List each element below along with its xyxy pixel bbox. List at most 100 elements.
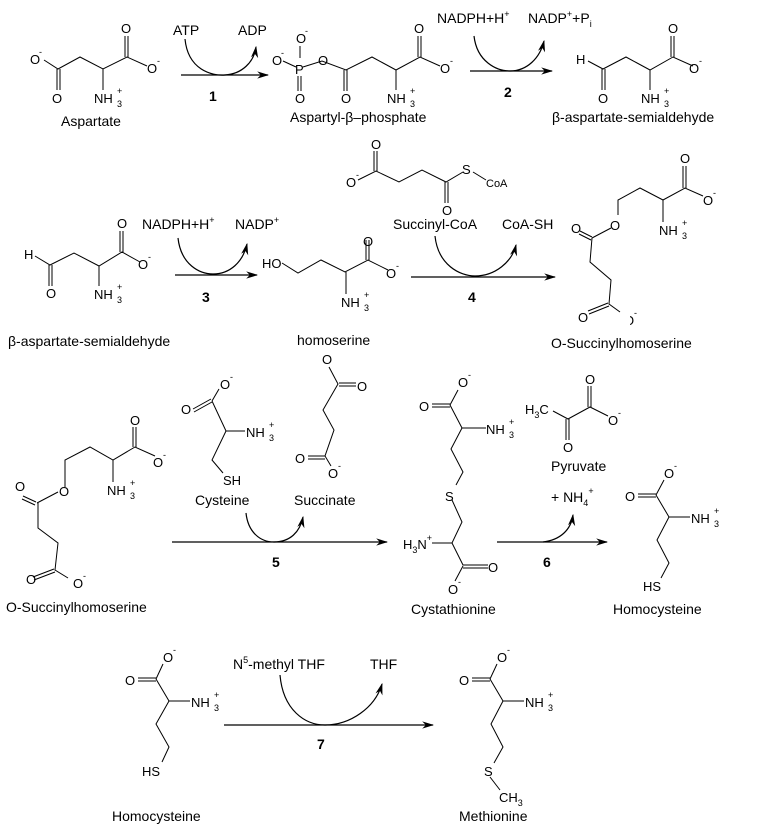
atom-o: O	[414, 21, 424, 36]
subscript: 3	[117, 295, 122, 305]
charge: -	[305, 26, 308, 36]
charge: +	[548, 690, 553, 700]
atom-o: O	[488, 560, 498, 575]
succinate-structure: O O O O - Succinate	[294, 352, 367, 508]
atom-o: O	[121, 21, 131, 36]
atom-s: S	[484, 764, 493, 779]
reaction-4: Succinyl-CoA CoA-SH 4	[393, 216, 557, 305]
atom-o: O	[130, 413, 140, 428]
cofactor-arrow	[245, 512, 305, 543]
atom-o: O	[442, 203, 452, 218]
step-number: 1	[209, 88, 217, 104]
cofactor-out: NADP+	[235, 215, 279, 232]
subscript: 3	[130, 491, 135, 501]
cofactor-in: N5-methyl THF	[233, 655, 325, 672]
step-number: 2	[504, 84, 512, 100]
ammonium: NH	[387, 91, 406, 106]
compound-label-pyruvate: Pyruvate	[551, 458, 606, 474]
aspartyl-phosphate-structure: O - O - P O O O O O - NH 3 + Aspartyl-β–…	[272, 21, 453, 125]
atom-o: O	[52, 91, 62, 106]
aspartate-structure: O - O O O - NH 3 + Aspartate	[30, 21, 160, 129]
charge: -	[163, 450, 166, 460]
atom-o: O	[578, 310, 588, 325]
cofactor-arrow	[542, 513, 576, 543]
compound-label-homocysteine: Homocysteine	[112, 808, 201, 824]
atom-o: O	[296, 31, 306, 46]
reaction-2: NADPH+H+ NADP++Pi 2	[437, 9, 592, 100]
compound-label-cystathionine: Cystathionine	[411, 601, 496, 617]
atom-h: H	[24, 247, 33, 262]
subscript: 3	[117, 99, 122, 109]
subscript: 3	[548, 703, 553, 713]
atom-o: O	[357, 379, 367, 394]
reaction-5: 5	[172, 512, 389, 570]
atom-o: O	[610, 218, 620, 233]
step-number: 6	[543, 554, 551, 570]
cofactor-in: Succinyl-CoA	[393, 216, 478, 232]
compound-label-succinate: Succinate	[294, 492, 356, 508]
atom-o: O	[608, 413, 618, 428]
atom-o: O	[363, 234, 373, 249]
ammonium: NH	[641, 91, 660, 106]
charge: -	[230, 372, 233, 382]
atom-o: O	[125, 673, 135, 688]
atom-o: O	[341, 91, 351, 106]
atom-o: O	[220, 377, 230, 392]
atom-o: O	[138, 257, 148, 272]
atom-o: O	[598, 91, 608, 106]
atom-o: O	[459, 673, 469, 688]
compound-label-aspartate: Aspartate	[61, 113, 121, 129]
thiol: SH	[223, 473, 241, 488]
step-number: 3	[202, 289, 210, 305]
atom-o: O	[625, 489, 635, 504]
charge: +	[664, 86, 669, 96]
succinyl-coa-structure: O - O O S CoA	[346, 137, 508, 218]
atom-o: O	[680, 151, 690, 166]
methionine-structure: O O - NH 3 + S CH3 Methionine	[459, 645, 553, 824]
charge: +	[269, 420, 274, 430]
charge: -	[618, 408, 621, 418]
thiol: HS	[643, 579, 661, 594]
reaction-3: NADPH+H+ NADP+ 3	[142, 215, 279, 305]
atom-o: O	[585, 372, 595, 387]
ammonium: H3N+	[403, 533, 432, 555]
charge: +	[410, 86, 415, 96]
atom-s: S	[445, 489, 454, 504]
charge: +	[714, 506, 719, 516]
atom-p: P	[295, 62, 304, 77]
hydroxyl: HO	[262, 256, 282, 271]
charge: -	[458, 577, 461, 587]
atom-o: O	[26, 572, 36, 587]
atom-o: O	[117, 216, 127, 231]
o-succinylhomoserine-bonds-1: O O O	[560, 215, 630, 335]
charge: +	[117, 282, 122, 292]
atom-o: O	[59, 484, 69, 499]
cofactor-out: + NH4+	[551, 486, 594, 508]
cystathionine-structure: O O - NH 3 + S H3N+ O O - Cystathionine	[403, 370, 514, 617]
charge: -	[83, 571, 86, 581]
cofactor-out: THF	[370, 656, 397, 672]
charge: -	[39, 47, 42, 57]
homocysteine-structure-1: O O - NH 3 + HS Homocysteine	[613, 461, 719, 617]
cofactor-out: NADP++Pi	[528, 9, 592, 29]
atom-o: O	[30, 52, 40, 67]
charge: -	[396, 261, 399, 271]
atom-o: O	[163, 650, 173, 665]
atom-o: O	[703, 193, 713, 208]
cofactor-arrow	[184, 38, 259, 76]
compound-label-o-succinylhomoserine: O-Succinylhomoserine	[551, 335, 692, 351]
charge: -	[338, 461, 341, 471]
subscript: 3	[269, 433, 274, 443]
subscript: 3	[214, 703, 219, 713]
atom-h: H	[576, 52, 585, 67]
charge: +	[117, 86, 122, 96]
ammonium: NH	[94, 287, 113, 302]
atom-o: O	[571, 221, 581, 236]
cofactor-out: CoA-SH	[502, 216, 553, 232]
atom-o: O	[497, 650, 507, 665]
compound-label-homoserine: homoserine	[297, 332, 370, 348]
atom-o: O	[181, 402, 191, 417]
charge: -	[450, 56, 453, 66]
semialdehyde-structure-1: H O O O - NH 3 + β-aspartate-semialdehyd…	[552, 21, 714, 125]
